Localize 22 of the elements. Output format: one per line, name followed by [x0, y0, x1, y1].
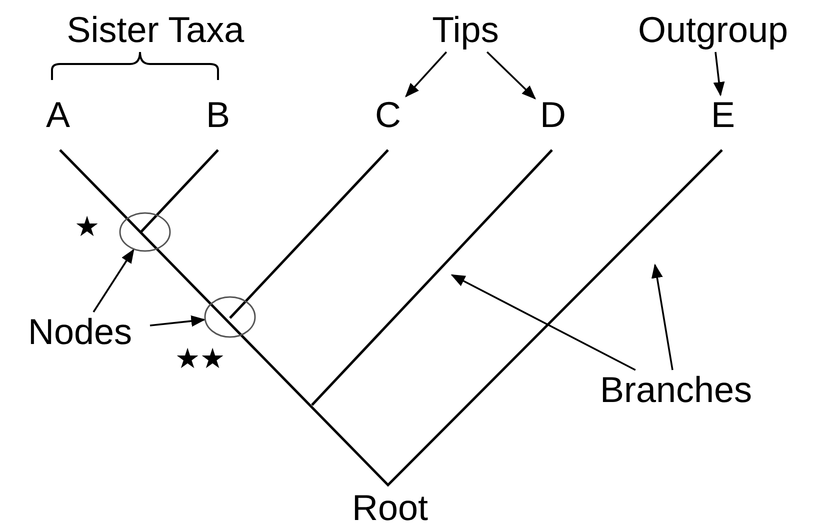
- annotation-text: Tips: [418, 10, 513, 52]
- tip-label: B: [204, 95, 231, 135]
- arrow: [150, 315, 206, 327]
- arrow: [92, 248, 134, 312]
- annotation-text: Branches: [570, 370, 782, 412]
- star-mark: ★: [74, 212, 100, 242]
- annotation-text: Sister Taxa: [66, 10, 246, 50]
- annotation-text: Outgroup: [608, 10, 818, 52]
- tip-label: E: [705, 95, 741, 137]
- node-circle: [119, 212, 171, 252]
- tip-label: C: [370, 95, 406, 137]
- arrow: [405, 51, 448, 98]
- arrow: [651, 264, 674, 370]
- node-circle: [204, 296, 256, 338]
- arrow: [713, 52, 725, 96]
- annotation-text: Nodes: [10, 312, 150, 354]
- root-label: Root: [350, 488, 430, 528]
- arrow: [450, 274, 636, 371]
- arrow: [486, 51, 536, 100]
- tip-label: D: [535, 95, 571, 137]
- star-mark: ★★: [174, 343, 226, 375]
- tip-label: A: [44, 95, 71, 135]
